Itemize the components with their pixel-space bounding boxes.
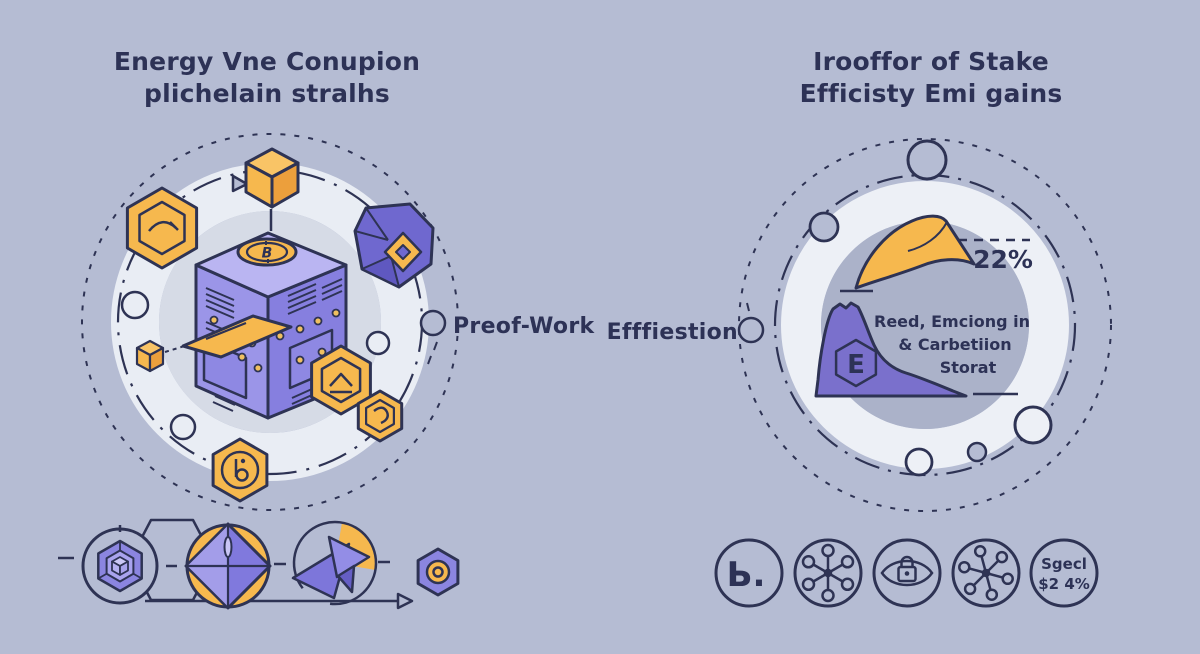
orbit-arrow-icon (231, 174, 249, 193)
molecule-circle-icon (951, 538, 1021, 608)
badge-letter: E (847, 350, 865, 380)
flow-arrow-icon (396, 592, 414, 610)
orbit-node (120, 290, 150, 320)
left-title-line1: Energy Vne Conupion (113, 47, 421, 76)
pos-label: Efffiestion (606, 320, 738, 345)
orbit-node (904, 447, 934, 477)
label-dash (427, 355, 432, 365)
left-title-line2: plichelain stralhs (144, 79, 390, 108)
orbit-node (1013, 405, 1053, 445)
octahedron-circle-icon (184, 522, 272, 610)
label-node (419, 309, 447, 337)
caption-line: Reed, Emciong in (874, 312, 1030, 331)
block-cube-icon (244, 147, 300, 209)
pos-diagram: 22% E Reed, Emciong in & Carbetiion Stor… (737, 138, 1112, 512)
pow-label: Preof-Work (453, 314, 595, 339)
stat-text-line: Sgecl (1041, 555, 1087, 573)
pow-diagram: B (81, 133, 459, 511)
coin-letter: B (262, 246, 273, 262)
eye-lock-circle-icon (872, 538, 942, 608)
growth-swoosh-icon: 22% (840, 214, 1033, 293)
chevron-hexagon-icon (310, 344, 372, 416)
process-flow-row (58, 518, 460, 610)
right-title-line1: Irooffor of Stake (813, 47, 1049, 76)
caption-line: Storat (940, 358, 997, 377)
outer-dashed-circle (81, 133, 459, 511)
mining-rig-icon: B (194, 231, 348, 420)
shard-box-icon (353, 202, 435, 289)
vent-lines (205, 287, 236, 412)
paper-plane-icon (291, 520, 378, 606)
orbit-node (906, 139, 948, 181)
token-hexagon-icon (416, 547, 460, 597)
currency-glyph: Ь. (727, 555, 766, 595)
caption-line: & Carbetiion (898, 335, 1011, 354)
orbit-node (365, 330, 391, 356)
stat-value: 22% (973, 245, 1033, 274)
orbit-node (966, 441, 988, 463)
network-circle-icon (793, 538, 863, 608)
left-title: Energy Vne Conupion plichelain stralhs (27, 46, 507, 110)
vent-lines (287, 278, 343, 405)
stat-text-line: $2 4% (1038, 575, 1090, 593)
benefits-icon-row: Ь. (714, 538, 1099, 608)
card-arrow-icon (181, 314, 293, 359)
decline-mountain-icon: E Reed, Emciong in & Carbetiion Storat (814, 301, 1030, 398)
label-node (737, 316, 765, 344)
bitcoin-coin-icon: B (236, 237, 298, 267)
label-dash (746, 302, 750, 312)
label-dash (433, 341, 438, 351)
orbit-node (169, 413, 197, 441)
bulb-hexagon-icon (211, 437, 269, 503)
pickaxe-hexagon-icon (125, 186, 199, 270)
right-title-line2: Efficisty Emi gains (799, 79, 1063, 108)
outer-dashed-circle (738, 138, 1112, 512)
badge-hexagon (834, 338, 878, 388)
orbit-node (808, 211, 840, 243)
refresh-hexagon-icon (356, 389, 404, 443)
stat-circle-icon: Sgecl $2 4% (1029, 538, 1099, 608)
gem-circle-icon (81, 525, 159, 605)
small-block-cube-icon (135, 339, 165, 373)
right-title: Irooffor of Stake Efficisty Emi gains (691, 46, 1171, 110)
currency-circle-icon: Ь. (714, 538, 784, 608)
